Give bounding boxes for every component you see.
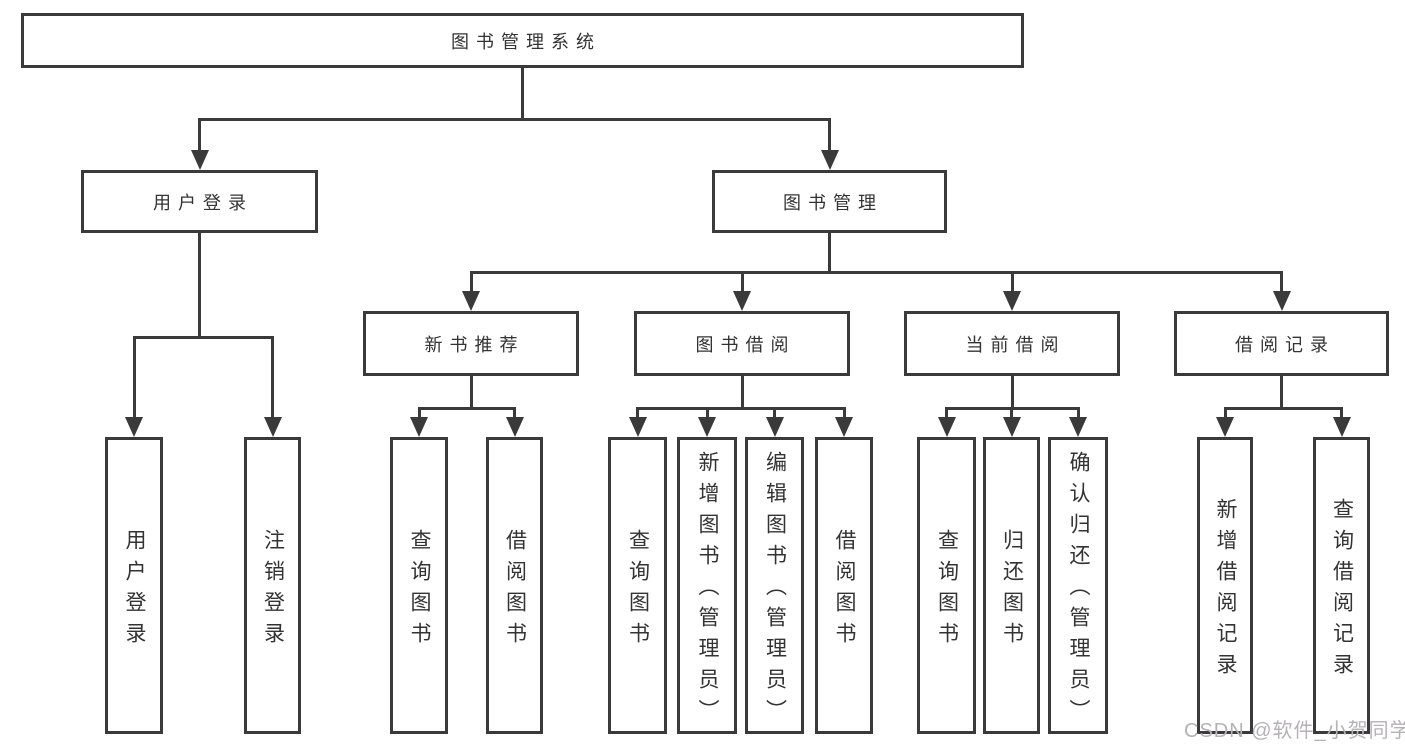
diagram-node-book-mgmt: 图书管理 bbox=[712, 170, 947, 233]
connector-line bbox=[1340, 407, 1343, 425]
arrow-down-icon bbox=[1332, 417, 1351, 437]
connector-line bbox=[740, 376, 744, 410]
arrow-down-icon bbox=[1069, 417, 1087, 437]
arrow-down-icon bbox=[820, 150, 839, 170]
connector-line bbox=[636, 407, 846, 410]
connector-line bbox=[1010, 376, 1014, 410]
diagram-node-leaf-bb-edit: 编辑图书（管理员） bbox=[745, 437, 804, 734]
arrow-down-icon bbox=[410, 417, 428, 437]
diagram-node-book-borrow: 图书借阅 bbox=[634, 311, 850, 376]
arrow-down-icon bbox=[835, 417, 853, 437]
diagram-node-leaf-user-login: 用户登录 bbox=[105, 437, 163, 734]
connector-line bbox=[469, 376, 473, 410]
connector-line bbox=[469, 271, 1283, 274]
arrow-down-icon bbox=[1003, 291, 1021, 311]
connector-line bbox=[1280, 376, 1283, 410]
connector-line bbox=[132, 336, 136, 425]
diagram-node-leaf-cb-return: 归还图书 bbox=[983, 437, 1040, 734]
connector-line bbox=[636, 407, 639, 425]
diagram-node-borrow-records: 借阅记录 bbox=[1174, 311, 1389, 376]
connector-line bbox=[198, 118, 831, 121]
connector-line bbox=[417, 407, 516, 410]
connector-line bbox=[198, 118, 201, 158]
diagram-node-current-borrow: 当前借阅 bbox=[904, 311, 1120, 376]
connector-line bbox=[198, 233, 201, 339]
diagram-node-leaf-br-add: 新增借阅记录 bbox=[1197, 437, 1253, 734]
connector-line bbox=[705, 407, 709, 425]
connector-line bbox=[945, 407, 948, 425]
connector-line bbox=[740, 271, 744, 299]
connector-line bbox=[513, 407, 516, 425]
diagram-node-leaf-cb-confirm: 确认归还（管理员） bbox=[1048, 437, 1108, 734]
arrow-down-icon bbox=[733, 291, 751, 311]
diagram-node-leaf-cb-query: 查询图书 bbox=[917, 437, 976, 734]
arrow-down-icon bbox=[462, 291, 480, 311]
diagram-node-leaf-br-query: 查询借阅记录 bbox=[1313, 437, 1370, 734]
connector-line bbox=[1223, 407, 1227, 425]
diagram-node-leaf-logout: 注销登录 bbox=[244, 437, 301, 734]
arrow-down-icon bbox=[1272, 291, 1291, 311]
connector-line bbox=[1280, 271, 1283, 299]
arrow-down-icon bbox=[937, 417, 956, 437]
diagram-node-user-login: 用户登录 bbox=[81, 170, 318, 233]
connector-line bbox=[132, 336, 274, 339]
diagram-node-leaf-bb-borrow: 借阅图书 bbox=[815, 437, 873, 734]
arrow-down-icon bbox=[628, 417, 647, 437]
diagram-node-new-book-rec: 新书推荐 bbox=[363, 311, 579, 376]
arrow-down-icon bbox=[765, 417, 784, 437]
connector-line bbox=[469, 271, 473, 299]
diagram-node-leaf-bb-add: 新增图书（管理员） bbox=[677, 437, 737, 734]
diagram-node-leaf-nb-borrow: 借阅图书 bbox=[486, 437, 543, 734]
arrow-down-icon bbox=[190, 150, 209, 170]
connector-line bbox=[842, 407, 846, 425]
arrow-down-icon bbox=[505, 417, 524, 437]
connector-line bbox=[521, 68, 524, 121]
connector-line bbox=[1076, 407, 1080, 425]
diagram-node-leaf-nb-query: 查询图书 bbox=[390, 437, 448, 734]
connector-line bbox=[1010, 407, 1013, 425]
connector-line bbox=[1223, 407, 1343, 410]
connector-line bbox=[271, 336, 274, 425]
diagram-node-root: 图书管理系统 bbox=[21, 13, 1024, 68]
connector-line bbox=[828, 233, 831, 274]
arrow-down-icon bbox=[263, 417, 282, 437]
connector-line bbox=[1010, 271, 1014, 299]
arrow-down-icon bbox=[125, 417, 143, 437]
arrow-down-icon bbox=[1216, 417, 1234, 437]
connector-line bbox=[417, 407, 421, 425]
arrow-down-icon bbox=[1002, 417, 1021, 437]
watermark: CSDN @软件_小贺同学 bbox=[1184, 720, 1405, 742]
diagram-node-leaf-bb-query: 查询图书 bbox=[608, 437, 667, 734]
connector-line bbox=[773, 407, 776, 425]
arrow-down-icon bbox=[698, 417, 716, 437]
connector-line bbox=[828, 118, 831, 158]
